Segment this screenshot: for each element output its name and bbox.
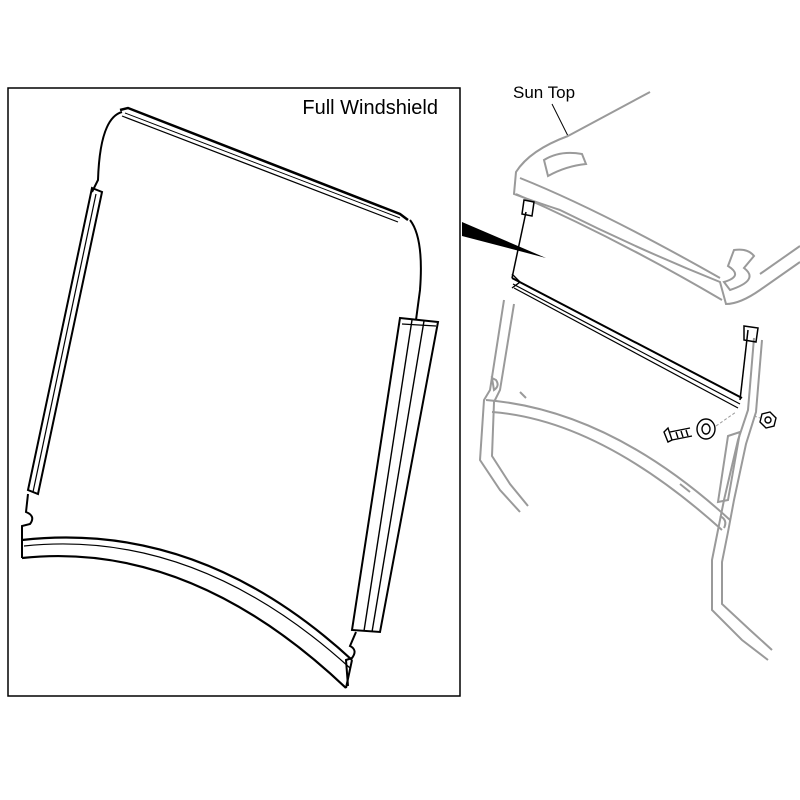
- bottom-curved-trim: [21, 536, 353, 689]
- installed-windshield: [511, 199, 759, 409]
- nut: [759, 411, 777, 429]
- bolt: [663, 426, 693, 443]
- installed-windshield-right-edge: [739, 329, 749, 401]
- installed-windshield-top-strip: [511, 277, 743, 399]
- windshield-glass-edge: [91, 111, 422, 321]
- detail-panel-frame: [7, 87, 461, 697]
- detail-panel-title: Full Windshield: [302, 97, 438, 119]
- right-clamp-rail: [350, 316, 440, 634]
- installed-windshield-left-edge: [511, 211, 527, 279]
- upper-left-clip: [521, 199, 535, 217]
- callout-pointer: [462, 222, 546, 258]
- sun-top-callout-label: Sun Top: [513, 83, 575, 102]
- hardware-alignment-line: [715, 411, 761, 427]
- assembly-view: Sun Top: [478, 83, 800, 661]
- detail-panel: Full Windshield: [7, 87, 461, 697]
- upper-right-clip: [743, 325, 759, 343]
- top-edge-trim: [119, 106, 409, 221]
- cart-frame: [478, 299, 773, 661]
- washer: [696, 418, 716, 440]
- mounting-hardware: [663, 411, 777, 443]
- left-clamp-rail: [26, 186, 104, 496]
- sun-top-roof: [512, 91, 800, 306]
- sun-top-leader: [551, 103, 569, 137]
- windshield-panel: [21, 106, 440, 689]
